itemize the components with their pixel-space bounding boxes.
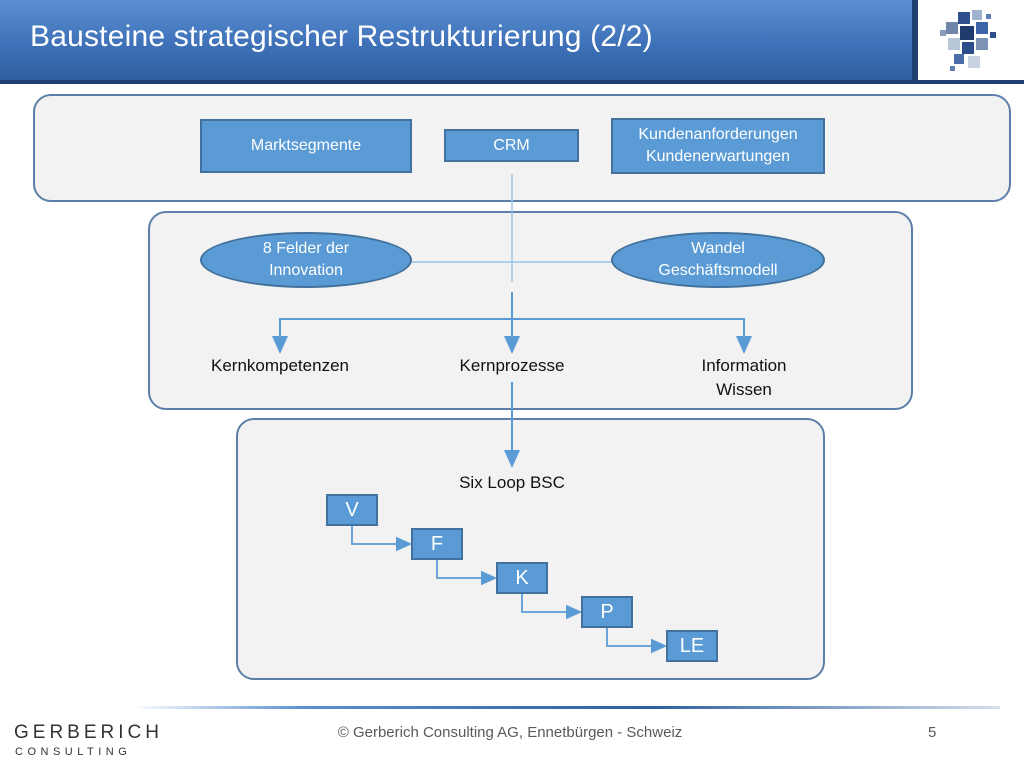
information-label: Information Wissen <box>654 354 834 402</box>
six-loop-bsc-label: Six Loop BSC <box>459 473 565 492</box>
kunden-line1: Kundenanforderungen <box>638 126 798 144</box>
brand-subtitle: CONSULTING <box>15 746 132 758</box>
geschaeftsmodell-line1: Wandel <box>691 240 745 258</box>
step-f: F <box>411 528 463 560</box>
crm-box: CRM <box>444 129 579 162</box>
marktsegmente-box: Marktsegmente <box>200 119 412 173</box>
geschaeftsmodell-line2: Geschäftsmodell <box>658 262 778 279</box>
bottom-panel <box>236 418 825 680</box>
title-underline <box>0 80 1024 84</box>
innovation-line1: 8 Felder der <box>262 240 350 258</box>
step-le: LE <box>666 630 718 662</box>
brand-name: GERBERICH <box>14 722 163 743</box>
page-title: Bausteine strategischer Restrukturierung… <box>30 20 653 53</box>
kernprozesse-label: Kernprozesse <box>459 356 565 375</box>
kernkompetenzen-label: Kernkompetenzen <box>211 356 349 375</box>
step-k: K <box>496 562 548 594</box>
innovation-oval: 8 Felder der Innovation <box>200 232 412 288</box>
cube-cluster-icon <box>940 10 996 71</box>
step-v: V <box>326 494 378 526</box>
kunden-line2: Kundenerwartungen <box>645 148 791 165</box>
crm-label: CRM <box>493 136 530 154</box>
information-line1: Information <box>701 356 787 375</box>
kundenanforderungen-box: Kundenanforderungen Kundenerwartungen <box>611 118 825 174</box>
information-line2: Wissen <box>716 379 772 399</box>
footer-divider <box>130 706 1000 709</box>
footer-copyright: © Gerberich Consulting AG, Ennetbürgen -… <box>337 724 683 741</box>
step-p: P <box>581 596 633 628</box>
geschaeftsmodell-oval: Wandel Geschäftsmodell <box>611 232 825 288</box>
logo <box>918 0 1024 80</box>
marktsegmente-label: Marktsegmente <box>250 137 362 155</box>
page-number: 5 <box>928 724 937 741</box>
title-bar <box>0 0 914 80</box>
logo-divider <box>912 0 918 80</box>
innovation-line2: Innovation <box>269 262 343 279</box>
